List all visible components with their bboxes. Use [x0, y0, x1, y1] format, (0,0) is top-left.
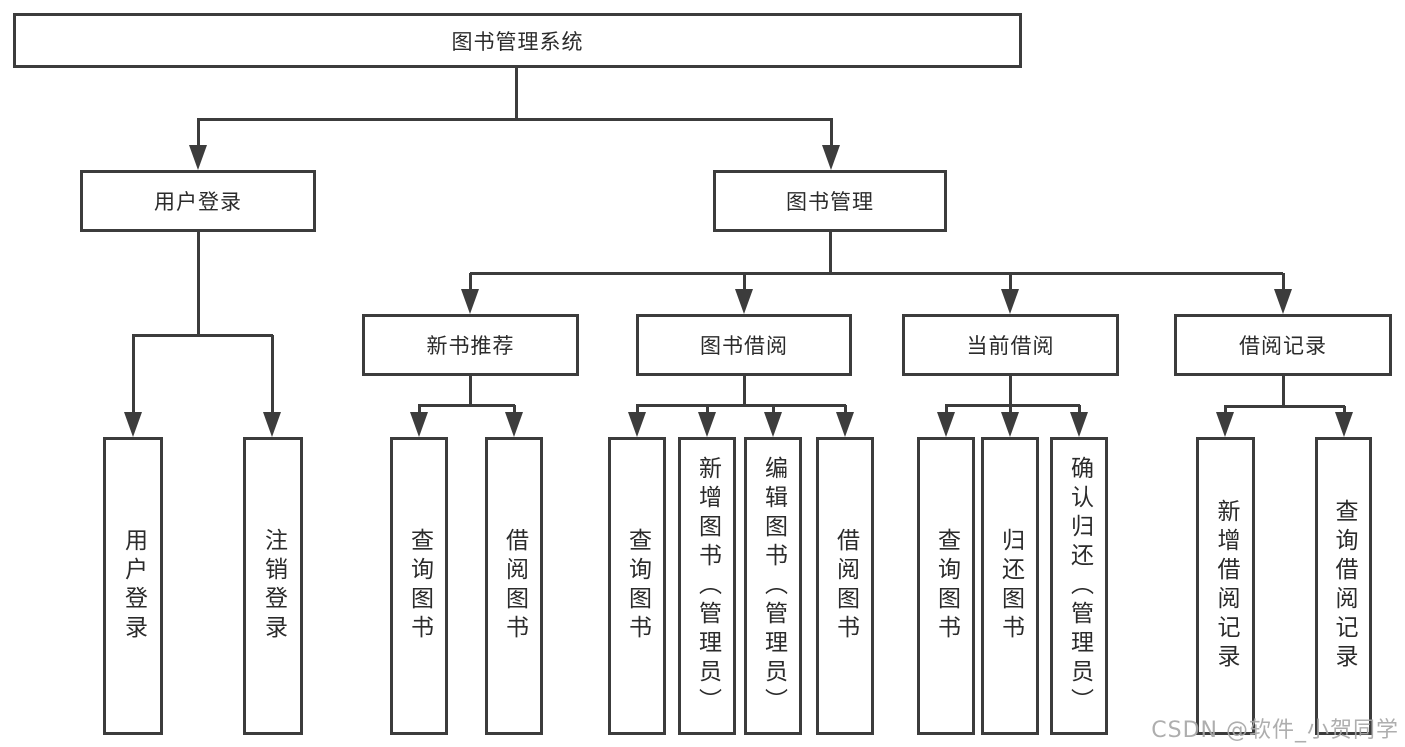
connector-borrow-records-stub	[1282, 376, 1285, 407]
node-current-borrow: 当前借阅	[902, 314, 1119, 376]
leaf-book-borrow-borrow: 借阅图书	[816, 437, 874, 735]
arrowhead-leaf	[628, 412, 646, 437]
leaf-label: 注销登录	[260, 528, 287, 644]
arrowhead-leaf	[1001, 412, 1019, 437]
node-borrow-records-label: 借阅记录	[1239, 334, 1327, 358]
leaf-current-borrow-return: 归还图书	[981, 437, 1039, 735]
connector-book-mgmt-line	[830, 120, 833, 148]
connector-leaf-line	[844, 405, 847, 417]
connector-borrow-records-line	[1282, 273, 1285, 291]
arrowhead-new-books	[461, 289, 479, 314]
connector-user-login-stub	[197, 232, 200, 335]
connector-root-stub	[515, 68, 518, 120]
connector-leaf-line	[271, 335, 274, 415]
leaf-label: 查询图书	[624, 528, 651, 644]
leaf-label: 查询图书	[406, 528, 433, 644]
connector-current-borrow-line	[1009, 273, 1012, 291]
connector-leaf-line	[132, 335, 135, 415]
node-new-books: 新书推荐	[362, 314, 579, 376]
leaf-current-borrow-query: 查询图书	[917, 437, 975, 735]
connector-leaf-line	[945, 405, 948, 417]
connector-user-login-line	[197, 120, 200, 148]
connector-level3-branch	[470, 272, 1283, 275]
node-book-mgmt: 图书管理	[713, 170, 947, 232]
arrowhead-leaf	[937, 412, 955, 437]
node-borrow-records: 借阅记录	[1174, 314, 1392, 376]
leaf-label: 新增图书（管理员）	[694, 455, 721, 717]
leaf-label: 查询借阅记录	[1331, 499, 1357, 673]
connector-new-books-line	[469, 273, 472, 291]
node-current-borrow-label: 当前借阅	[966, 334, 1055, 358]
connector-borrow-records-branch	[1224, 405, 1345, 408]
connector-leaf-line	[1343, 406, 1346, 417]
connector-book-borrow-branch	[636, 404, 846, 407]
leaf-user-login-logout: 注销登录	[243, 437, 303, 735]
leaf-label: 编辑图书（管理员）	[760, 455, 787, 717]
connector-leaf-line	[1009, 405, 1012, 417]
leaf-new-books-borrow: 借阅图书	[485, 437, 543, 735]
connector-user-login-branch	[132, 334, 273, 337]
node-root: 图书管理系统	[13, 13, 1022, 68]
connector-current-borrow-stub	[1009, 376, 1012, 406]
connector-leaf-line	[1078, 405, 1081, 417]
connector-book-borrow-line	[743, 273, 746, 291]
arrowhead-leaf	[1216, 412, 1234, 437]
arrowhead-user-login	[189, 145, 207, 170]
arrowhead-leaf	[410, 412, 428, 437]
arrowhead-leaf	[263, 412, 281, 437]
leaf-new-books-query: 查询图书	[390, 437, 448, 735]
arrowhead-leaf	[1335, 412, 1353, 437]
connector-leaf-line	[636, 405, 639, 417]
node-new-books-label: 新书推荐	[426, 334, 515, 358]
connector-leaf-line	[513, 405, 516, 417]
connector-book-mgmt-stub	[829, 232, 832, 273]
leaf-borrow-records-add: 新增借阅记录	[1196, 437, 1255, 735]
leaf-label: 用户登录	[120, 528, 147, 644]
node-root-label: 图书管理系统	[451, 29, 584, 54]
arrowhead-leaf	[124, 412, 142, 437]
leaf-label: 确认归还（管理员）	[1066, 455, 1093, 717]
connector-leaf-line	[1224, 406, 1227, 417]
node-book-mgmt-label: 图书管理	[786, 190, 874, 214]
connector-book-borrow-stub	[743, 376, 746, 406]
node-user-login: 用户登录	[80, 170, 316, 232]
connector-leaf-line	[706, 405, 709, 417]
leaf-book-borrow-edit-admin: 编辑图书（管理员）	[744, 437, 802, 735]
connector-level2-branch	[197, 118, 833, 121]
arrowhead-leaf	[836, 412, 854, 437]
leaf-label: 查询图书	[933, 528, 960, 644]
arrowhead-leaf	[505, 412, 523, 437]
watermark-text: CSDN @软件_小贺同学	[1151, 718, 1399, 743]
leaf-current-borrow-confirm-admin: 确认归还（管理员）	[1050, 437, 1108, 735]
arrowhead-current-borrow	[1001, 289, 1019, 314]
arrowhead-book-mgmt	[822, 145, 840, 170]
arrowhead-book-borrow	[735, 289, 753, 314]
leaf-label: 归还图书	[997, 528, 1024, 644]
connector-current-borrow-branch	[945, 404, 1080, 407]
leaf-book-borrow-add-admin: 新增图书（管理员）	[678, 437, 736, 735]
leaf-label: 新增借阅记录	[1213, 499, 1239, 673]
leaf-label: 借阅图书	[501, 528, 528, 644]
arrowhead-leaf	[698, 412, 716, 437]
arrowhead-leaf	[764, 412, 782, 437]
arrowhead-leaf	[1070, 412, 1088, 437]
node-book-borrow-label: 图书借阅	[700, 334, 788, 358]
leaf-label: 借阅图书	[832, 528, 859, 644]
leaf-user-login-login: 用户登录	[103, 437, 163, 735]
node-book-borrow: 图书借阅	[636, 314, 852, 376]
connector-new-books-stub	[469, 376, 472, 406]
leaf-borrow-records-query: 查询借阅记录	[1315, 437, 1372, 735]
connector-leaf-line	[772, 405, 775, 417]
node-user-login-label: 用户登录	[154, 190, 242, 214]
leaf-book-borrow-query: 查询图书	[608, 437, 666, 735]
connector-leaf-line	[418, 405, 421, 417]
connector-new-books-branch	[418, 404, 515, 407]
arrowhead-borrow-records	[1274, 289, 1292, 314]
